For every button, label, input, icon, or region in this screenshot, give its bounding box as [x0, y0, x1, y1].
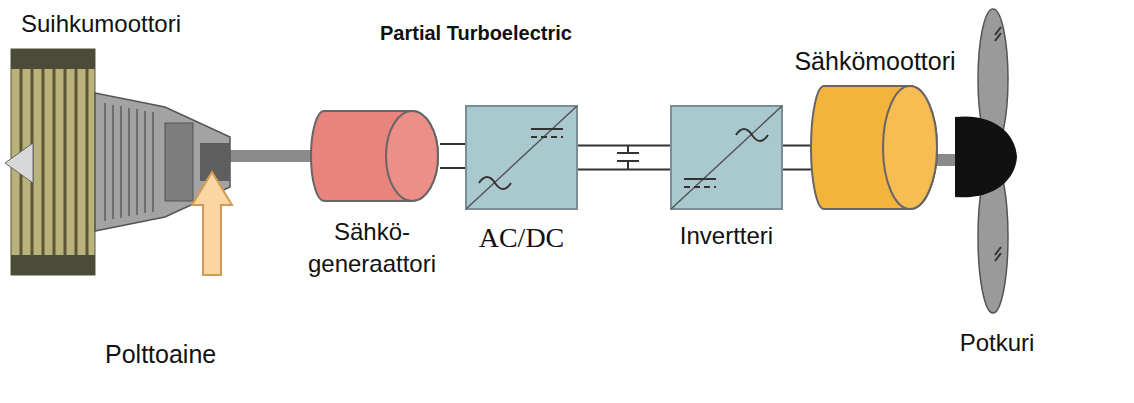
engine-label: Suihkumoottori	[21, 8, 181, 39]
inverter-box-shape	[670, 105, 783, 210]
generator-cylinder: Sähkö- generaattori	[310, 110, 440, 202]
motor-cylinder-shape	[810, 85, 940, 210]
motor-label: Sähkömoottori	[794, 45, 955, 78]
rectifier-label: AC/DC	[479, 220, 565, 256]
power-wire	[578, 146, 676, 170]
fuel-label: Polttoaine	[105, 338, 216, 371]
jet-engine: Suihkumoottori	[5, 45, 237, 280]
jet-engine-shape	[5, 45, 237, 280]
generator-label: Sähkö- generaattori	[285, 216, 460, 281]
rectifier-box-shape	[465, 105, 578, 210]
generator-cylinder-shape	[310, 110, 440, 202]
rectifier-box: AC/DC	[465, 105, 578, 210]
propeller-shape	[955, 5, 1035, 315]
diagram-title: Partial Turboelectric	[380, 20, 572, 46]
motor-cylinder: Sähkömoottori	[810, 85, 940, 210]
propeller: Potkuri	[955, 5, 1035, 315]
propeller-label: Potkuri	[960, 327, 1035, 358]
capacitor-symbol	[617, 146, 639, 170]
inverter-label: Invertteri	[680, 220, 773, 251]
inverter-box: Invertteri	[670, 105, 783, 210]
drive-shaft	[227, 150, 316, 162]
